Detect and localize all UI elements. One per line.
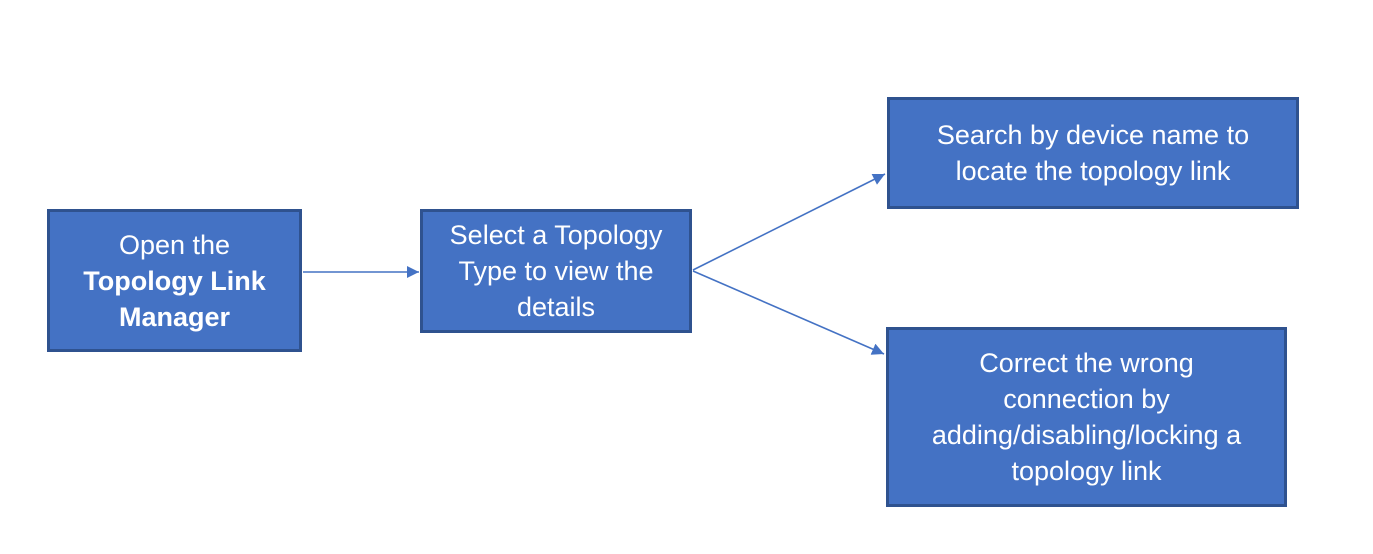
node-text-line: connection by — [1003, 384, 1170, 414]
node-text-line: Topology Link — [83, 265, 266, 296]
arrow-select-to-correct — [692, 270, 885, 355]
node-text-line: topology link — [1011, 456, 1162, 486]
flow-node-select-topology-type: Select a Topology Type to view the detai… — [420, 209, 692, 333]
node-text-line: Select a Topology — [449, 220, 663, 250]
node-text-line: locate the topology link — [955, 156, 1231, 186]
flow-node-search-by-device-name: Search by device name to locate the topo… — [887, 97, 1299, 209]
node-text-line: adding/disabling/locking a — [931, 420, 1242, 450]
flow-node-open-topology-link-manager: Open the Topology Link Manager — [47, 209, 302, 352]
node-text-line: Search by device name to — [936, 120, 1250, 150]
node-text-line: Correct the wrong — [979, 348, 1194, 378]
node-text-line: details — [516, 292, 596, 322]
node-text-line: Type to view the — [458, 256, 654, 286]
node-text-line: Open the — [118, 229, 231, 260]
flow-node-correct-wrong-connection: Correct the wrong connection by adding/d… — [886, 327, 1287, 507]
arrow-select-to-search — [692, 173, 886, 271]
node-text-line: Manager — [118, 301, 231, 332]
